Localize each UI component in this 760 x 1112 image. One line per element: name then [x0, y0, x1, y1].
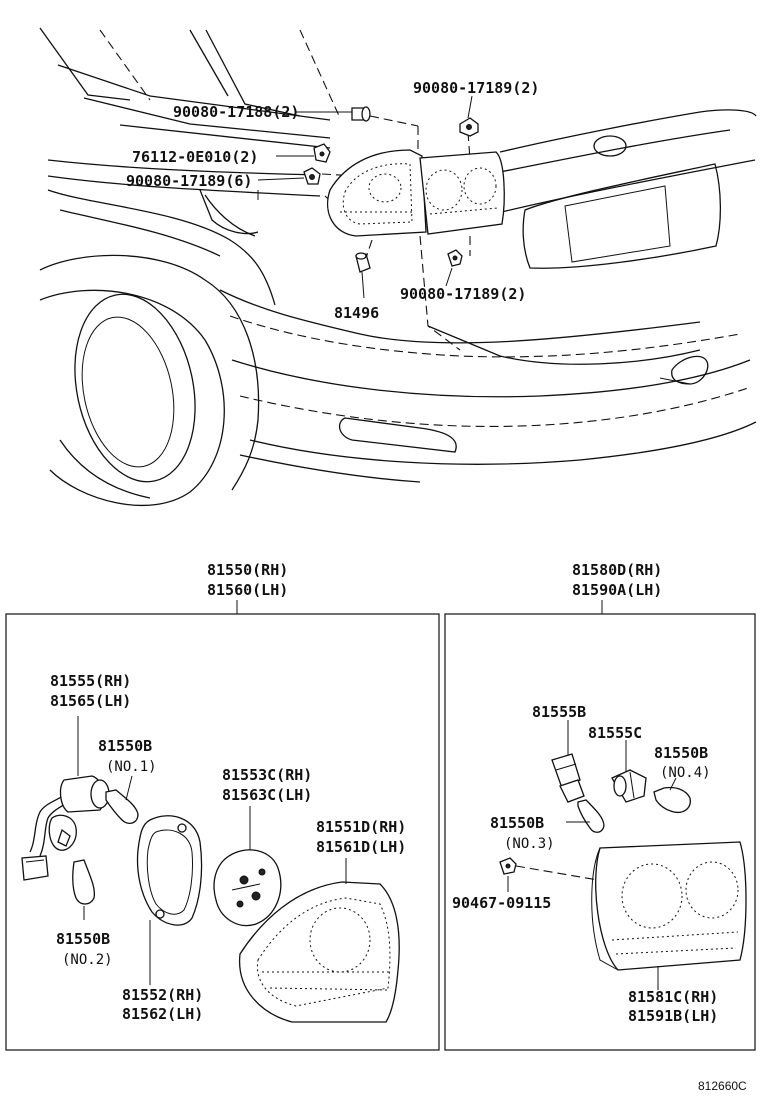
label-inner-lens-lh: 81591B(LH)	[628, 1007, 718, 1025]
screw-right-top-icon	[459, 117, 479, 137]
socket-c-icon	[611, 769, 647, 803]
callout-clip: 76112-0E010(2)	[132, 148, 258, 166]
bulb-no2-icon	[72, 859, 96, 905]
socket-wire-harness	[21, 775, 110, 881]
left-header-lh: 81560(LH)	[207, 581, 288, 599]
callout-screw-left-top: 90080-17188(2)	[173, 103, 299, 121]
screw-left-icon	[303, 167, 321, 185]
label-inner-lens-rh: 81581C(RH)	[628, 988, 718, 1006]
callout-screw-left: 90080-17189(6)	[126, 172, 252, 190]
bulb-no4-icon	[653, 786, 691, 814]
right-header-lh: 81590A(LH)	[572, 581, 662, 599]
label-socket-c: 81555C	[588, 724, 642, 742]
vehicle-rear-illustration	[39, 27, 757, 506]
bulb-no1-icon	[105, 789, 139, 825]
inner-lens-icon	[591, 841, 747, 971]
label-bulb-no2: 81550B	[56, 930, 110, 948]
label-bulb-no1: 81550B	[98, 737, 152, 755]
socket-b-icon	[551, 753, 585, 803]
screw-right-bottom-icon	[447, 249, 463, 267]
left-header-rh: 81550(RH)	[207, 561, 288, 579]
label-socket-b: 81555B	[532, 703, 586, 721]
label-socket-rh: 81555(RH)	[50, 672, 131, 690]
label-bulb-no3: 81550B	[490, 814, 544, 832]
outer-tail-lamp	[326, 149, 427, 237]
label-gasket-lh: 81562(LH)	[122, 1005, 203, 1023]
diagram-reference-code: 812660C	[698, 1079, 747, 1093]
bulb-no3-icon	[577, 799, 605, 833]
gasket-icon	[136, 815, 203, 926]
callout-socket-81496: 81496	[334, 304, 379, 322]
socket-81496-icon	[355, 252, 371, 273]
label-lens-lh: 81561D(LH)	[316, 838, 406, 856]
note-bulb-no4: (NO.4)	[660, 765, 711, 781]
note-bulb-no1: (NO.1)	[106, 759, 157, 775]
callout-screw-right-top: 90080-17189(2)	[413, 79, 539, 97]
note-bulb-no3: (NO.3)	[504, 836, 555, 852]
nut-icon	[499, 857, 517, 875]
lamp-plate-icon	[213, 849, 282, 927]
inner-tail-lamp	[419, 151, 505, 235]
label-nut: 90467-09115	[452, 894, 551, 912]
screw-90080-17188-icon	[351, 106, 371, 122]
clip-icon	[313, 143, 331, 163]
label-plate-rh: 81553C(RH)	[222, 766, 312, 784]
note-bulb-no2: (NO.2)	[62, 952, 113, 968]
label-bulb-no4: 81550B	[654, 744, 708, 762]
left-assembly-box	[5, 613, 440, 1051]
label-lens-rh: 81551D(RH)	[316, 818, 406, 836]
callout-screw-right-bottom: 90080-17189(2)	[400, 285, 526, 303]
right-header-rh: 81580D(RH)	[572, 561, 662, 579]
outer-lens-icon	[238, 881, 400, 1023]
label-socket-lh: 81565(LH)	[50, 692, 131, 710]
label-gasket-rh: 81552(RH)	[122, 986, 203, 1004]
label-plate-lh: 81563C(LH)	[222, 786, 312, 804]
right-assembly-box	[444, 613, 756, 1051]
